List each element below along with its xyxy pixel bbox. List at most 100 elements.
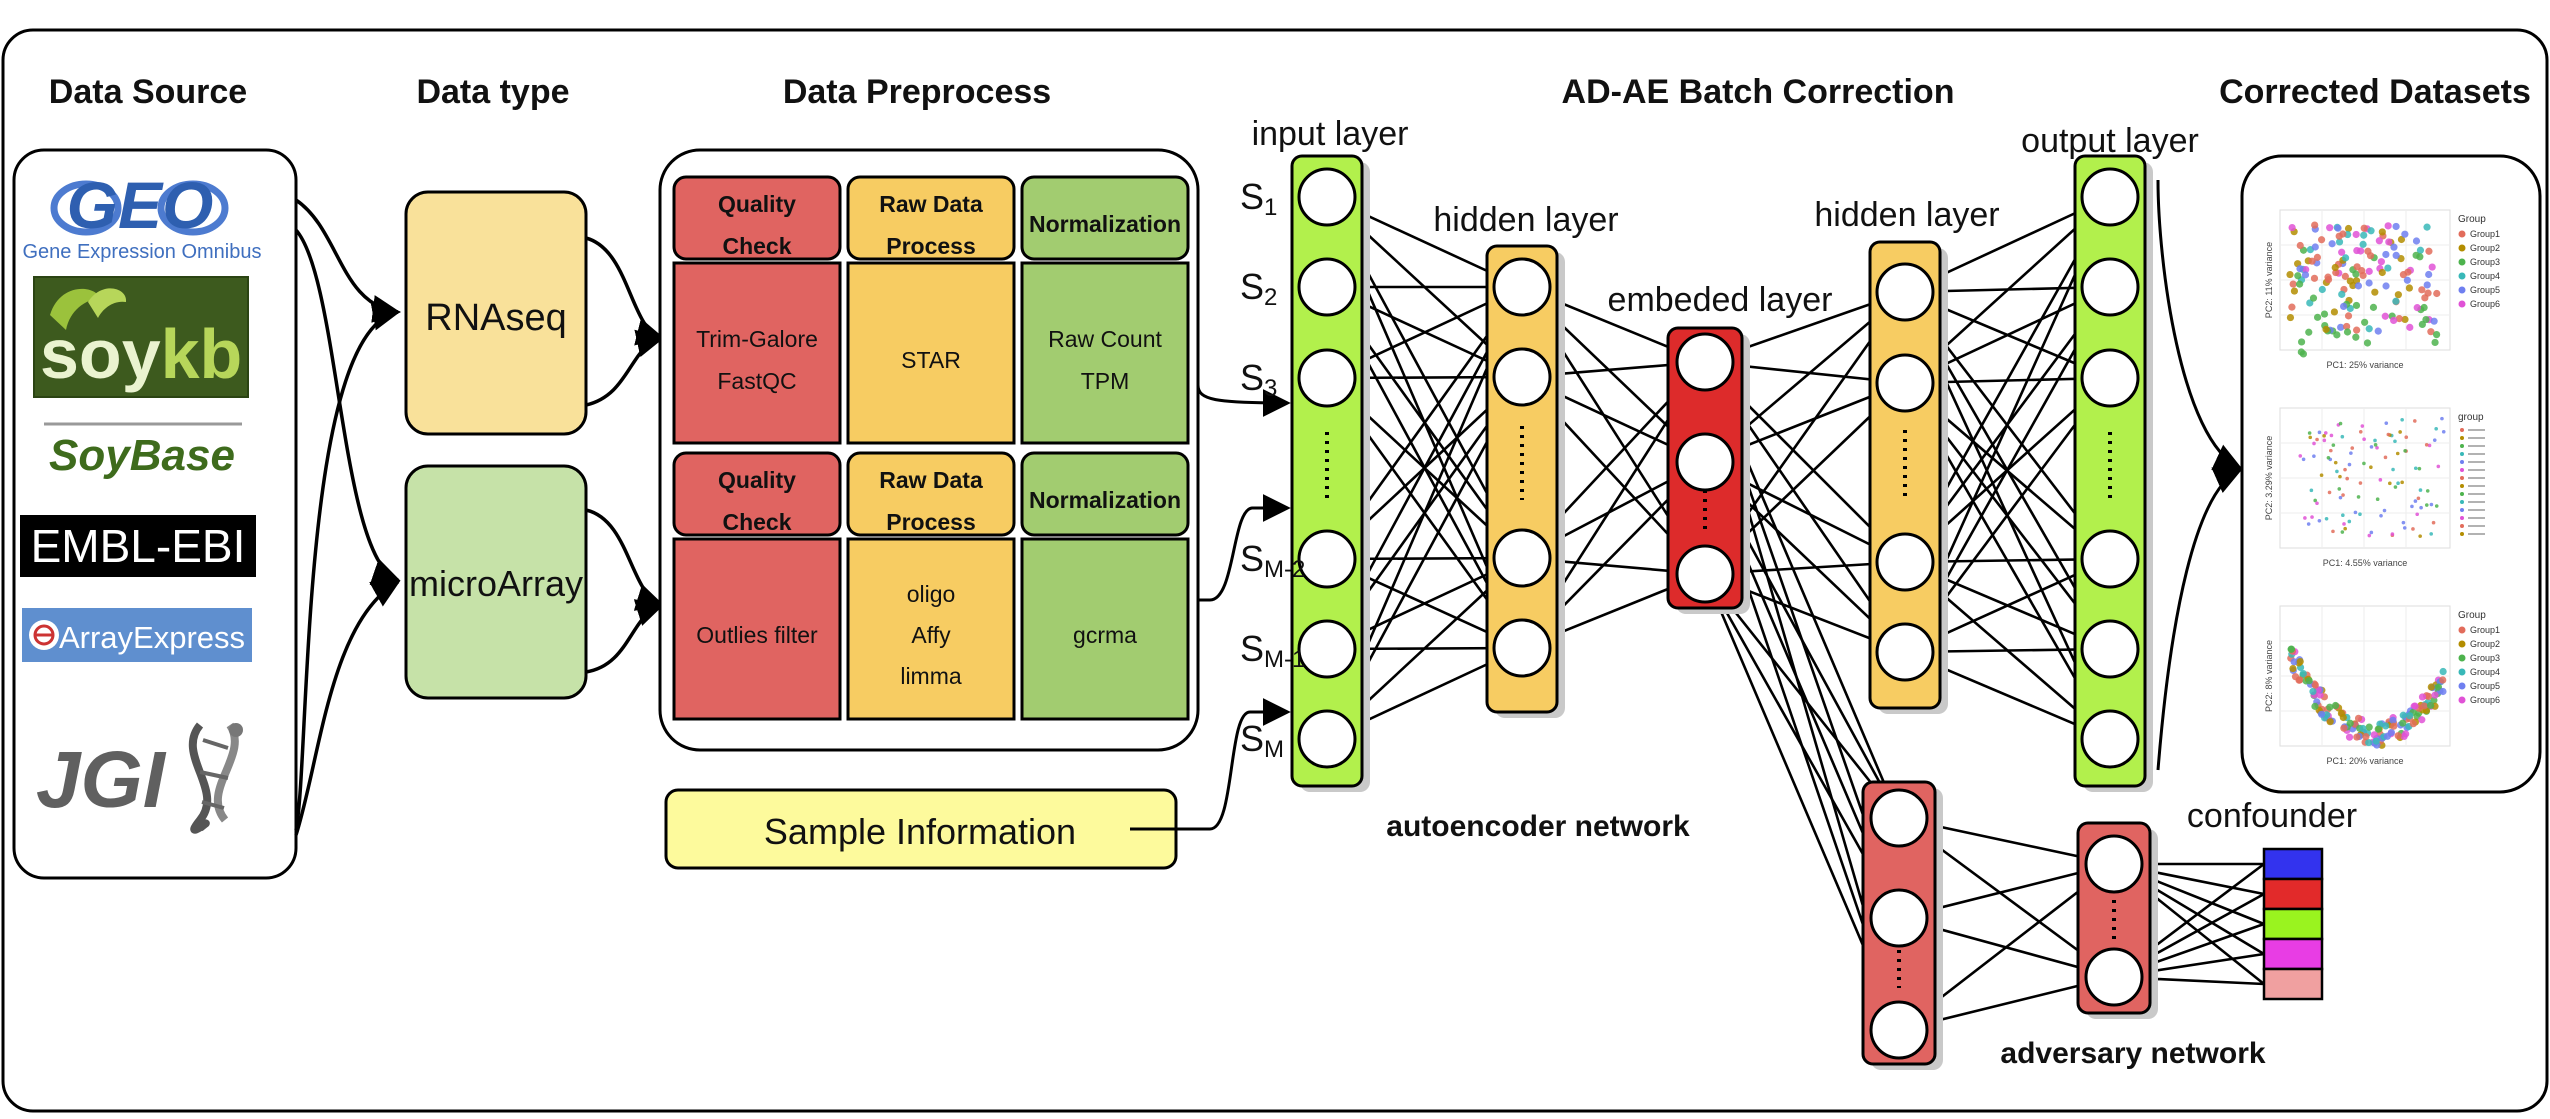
hid1-node-3: [1492, 528, 1552, 588]
pca-point: [2334, 224, 2342, 232]
emb-node-2: [1675, 432, 1735, 492]
pca-point: [2322, 438, 2327, 443]
pca-point: [2396, 481, 2400, 486]
pca-point: [2306, 522, 2311, 526]
pca-point: [2309, 687, 2317, 696]
pca-legend-item: Group4: [2470, 271, 2500, 281]
pca-point: [2337, 487, 2342, 491]
pca-point: [2310, 515, 2314, 519]
pca-legend-swatch: [2458, 654, 2466, 662]
pca-point: [2301, 457, 2306, 462]
pca-point: [2359, 271, 2367, 280]
pca-legend-swatch: [2458, 244, 2466, 252]
pca-point: [2352, 301, 2361, 310]
input-label-3: S3: [1240, 357, 1277, 402]
norm-header-rnaseq: [1020, 175, 1190, 261]
pca-point: [2365, 279, 2373, 287]
pca-point: [2412, 237, 2421, 245]
preprocess-to-input-arrows: [1130, 380, 1291, 831]
pca-legend-swatch: [2460, 436, 2464, 440]
pca-point: [2350, 446, 2355, 450]
embl-ebi-logo: EMBL-EBI: [20, 515, 256, 577]
pca-point: [2404, 268, 2412, 276]
soybase-logo: SoyBase: [44, 422, 242, 480]
pca-point: [2401, 315, 2409, 324]
pca-point: [2302, 265, 2310, 274]
pca-point: [2333, 460, 2338, 465]
pca-point: [2294, 272, 2302, 280]
pca-point: [2399, 711, 2407, 719]
pca-point: [2309, 294, 2318, 302]
pca-point: [2353, 510, 2358, 515]
pca-xlabel: PC1: 20% variance: [2326, 756, 2403, 766]
pca-legend-swatch: [2460, 460, 2464, 464]
pca-point: [2358, 481, 2363, 485]
confounder-box-4: [2262, 937, 2324, 971]
pca-point: [2401, 230, 2409, 238]
pca-point: [2296, 657, 2304, 666]
pca-point: [2365, 325, 2373, 333]
pca-point: [2331, 443, 2336, 447]
raw-header-microarray-line1: Raw Data: [879, 467, 983, 493]
pca-point: [2392, 251, 2400, 259]
pca-point: [2337, 323, 2345, 331]
pca-point: [2315, 501, 2319, 506]
pca-point: [2359, 724, 2367, 733]
pca-point: [2341, 493, 2345, 497]
pca-legend-swatch: [2458, 682, 2466, 690]
pca-point: [2356, 495, 2361, 499]
confounder-box-5: [2262, 967, 2324, 1001]
pca-point: [2326, 718, 2334, 726]
microarray-preprocess-row: [672, 451, 1190, 721]
pca-point: [2309, 488, 2314, 493]
pca-point: [2326, 456, 2331, 460]
pca-point: [2430, 317, 2438, 325]
pca-point: [2403, 276, 2411, 284]
pca-point: [2402, 730, 2410, 738]
rnaseq-norm-tool-2: TPM: [1081, 368, 1130, 394]
pca-point: [2440, 416, 2444, 421]
pca-point: [2311, 221, 2319, 229]
pca-point: [2296, 265, 2304, 273]
hid2-node-1: [1875, 262, 1935, 322]
pca-point: [2313, 498, 2317, 503]
pca-point: [2331, 529, 2335, 534]
pca-point: [2341, 513, 2345, 517]
pca-point: [2306, 299, 2314, 307]
geo-logo-text: GEO: [67, 168, 214, 242]
pca-legend-swatch: [2460, 452, 2464, 456]
pca-point: [2313, 313, 2322, 321]
pca-point: [2345, 733, 2354, 741]
hid2-node-3: [1875, 532, 1935, 592]
pca-point: [2418, 534, 2422, 538]
adv1-node-2: [1869, 888, 1929, 948]
input-node-6: [1297, 709, 1357, 769]
pca-point: [2406, 712, 2414, 720]
pca-point: [2425, 270, 2433, 279]
pca-legend-item: Group3: [2470, 257, 2500, 267]
qc-header-rnaseq-line1: Quality: [718, 191, 796, 217]
pca-point: [2412, 419, 2417, 423]
pca-point: [2418, 693, 2427, 701]
input-label-2: S2: [1240, 266, 1277, 311]
input-layer-label: input layer: [1252, 115, 1409, 153]
hid1-node-4: [1492, 618, 1552, 678]
pca-point: [2375, 445, 2379, 450]
pca-point: [2439, 676, 2447, 684]
sample-information-label: Sample Information: [764, 811, 1076, 852]
pca-point: [2415, 512, 2419, 517]
pca-point: [2329, 448, 2333, 453]
pca-point: [2288, 223, 2296, 232]
input-node-4: [1297, 529, 1357, 589]
pca-point: [2441, 429, 2446, 434]
pca-point: [2352, 333, 2360, 341]
pca-point: [2431, 691, 2439, 699]
pca-point: [2305, 677, 2313, 685]
pca-point: [2372, 737, 2380, 745]
pca-point: [2417, 466, 2422, 471]
raw-header-microarray-line2: Process: [886, 509, 976, 535]
pca-point: [2331, 701, 2340, 710]
pca-point: [2424, 442, 2429, 447]
pca-point: [2371, 288, 2379, 296]
pca-point: [2338, 474, 2342, 479]
